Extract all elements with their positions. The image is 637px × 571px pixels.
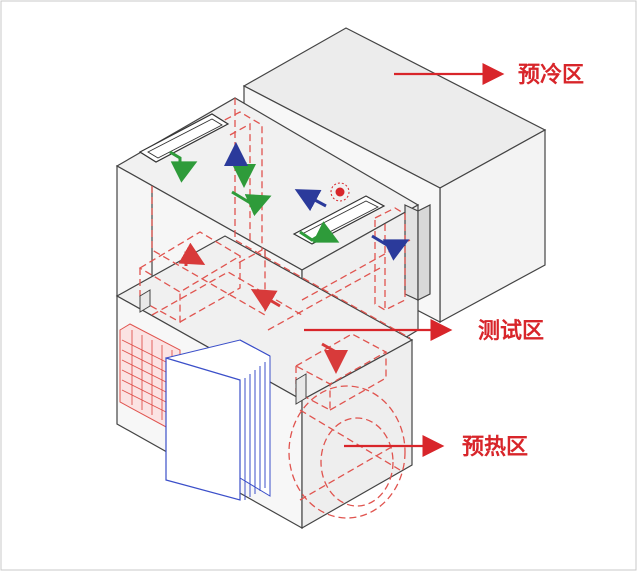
airflow-arrow-icon — [294, 189, 327, 212]
airflow-arrow-icon — [299, 221, 340, 243]
test-callout: 测试区 — [304, 319, 544, 344]
airflow-arrow-icon — [178, 242, 206, 266]
fan-hidden — [288, 385, 406, 519]
base-rails — [139, 289, 307, 405]
preheat-label: 预热区 — [462, 434, 528, 460]
precool-label: 预冷区 — [518, 62, 584, 88]
airflow-arrow-icon — [231, 190, 272, 217]
airflow-arrows — [169, 142, 410, 374]
airflow-arrow-icon — [169, 150, 198, 183]
test-label: 测试区 — [478, 319, 544, 344]
preheat-callout: 预热区 — [344, 434, 528, 460]
airflow-arrow-icon — [250, 288, 281, 312]
precool-callout: 预冷区 — [394, 62, 584, 88]
heat-exchanger-plates — [165, 339, 271, 501]
airflow-arrow-icon — [224, 142, 248, 166]
red-dot-sensor-icon — [330, 182, 350, 202]
airflow-arrow-icon — [321, 342, 348, 374]
airflow-arrow-icon — [371, 234, 410, 261]
